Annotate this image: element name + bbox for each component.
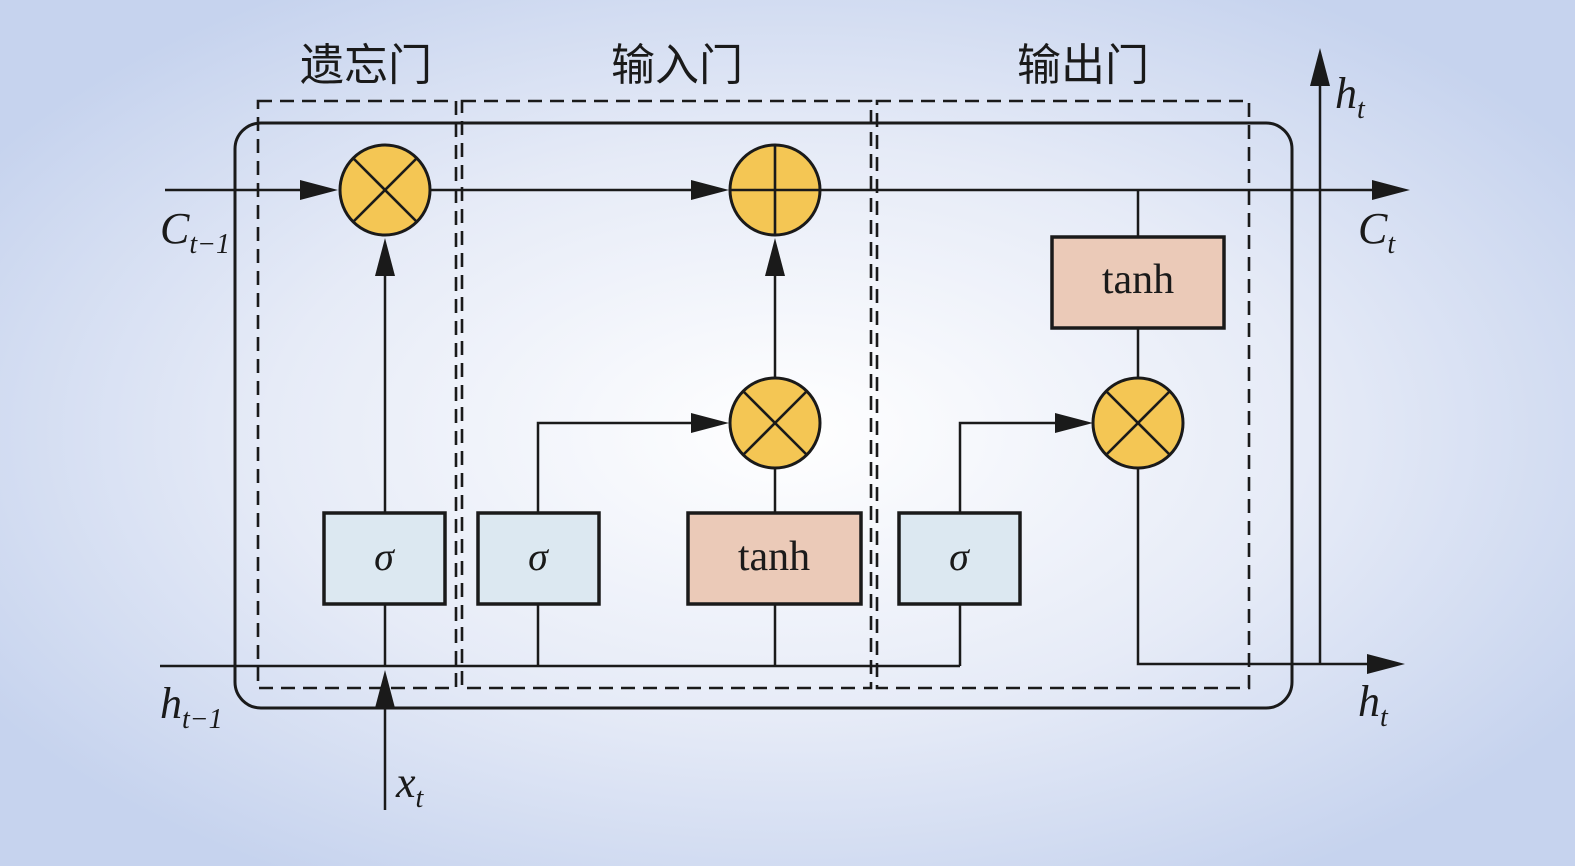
input-gate-title: 输入门	[611, 40, 743, 91]
cell-frame	[233, 121, 1294, 710]
forget-multiply-op	[338, 143, 432, 237]
svg-text:σ: σ	[374, 534, 395, 579]
arrow-into-forget-mult	[300, 180, 338, 200]
arrow-h-up	[1310, 48, 1330, 86]
cell-add-op	[728, 143, 822, 237]
arrow-output-mult	[1055, 413, 1093, 433]
output-gate-region	[875, 99, 1251, 690]
arrow-h-out	[1367, 654, 1405, 674]
label-h-top: ht	[1335, 69, 1366, 125]
input-multiply-op	[728, 376, 822, 470]
arrow-add-up	[765, 238, 785, 276]
arrow-input-mult	[691, 413, 729, 433]
output-sigma-block: σ	[897, 511, 1022, 606]
svg-text:σ: σ	[528, 534, 549, 579]
output-h-wire	[1136, 469, 1385, 666]
svg-text:tanh: tanh	[738, 534, 810, 580]
label-h-next: ht	[1358, 677, 1389, 733]
output-multiply-op	[1091, 376, 1185, 470]
input-sigma-block: σ	[476, 511, 601, 606]
arrow-x-in	[375, 670, 395, 708]
output-gate-title: 输出门	[1017, 40, 1149, 91]
arrow-into-add	[691, 180, 729, 200]
label-h-prev: ht−1	[160, 679, 223, 735]
label-x-t: xt	[395, 758, 425, 814]
label-c-next: Ct	[1358, 204, 1396, 260]
forget-gate-region	[256, 99, 458, 690]
svg-text:tanh: tanh	[1102, 257, 1174, 303]
output-tanh-block: tanh	[1050, 235, 1226, 330]
input-sigma-up-wire	[536, 421, 710, 513]
arrow-forget-up	[375, 238, 395, 276]
input-tanh-block: tanh	[686, 511, 863, 606]
svg-text:σ: σ	[949, 534, 970, 579]
forget-gate-title: 遗忘门	[300, 40, 432, 91]
output-sigma-up-wire	[958, 421, 1074, 513]
forget-sigma-block: σ	[322, 511, 447, 606]
label-c-prev: Ct−1	[160, 204, 230, 260]
input-gate-region	[460, 99, 873, 690]
arrow-cell-out	[1372, 180, 1410, 200]
